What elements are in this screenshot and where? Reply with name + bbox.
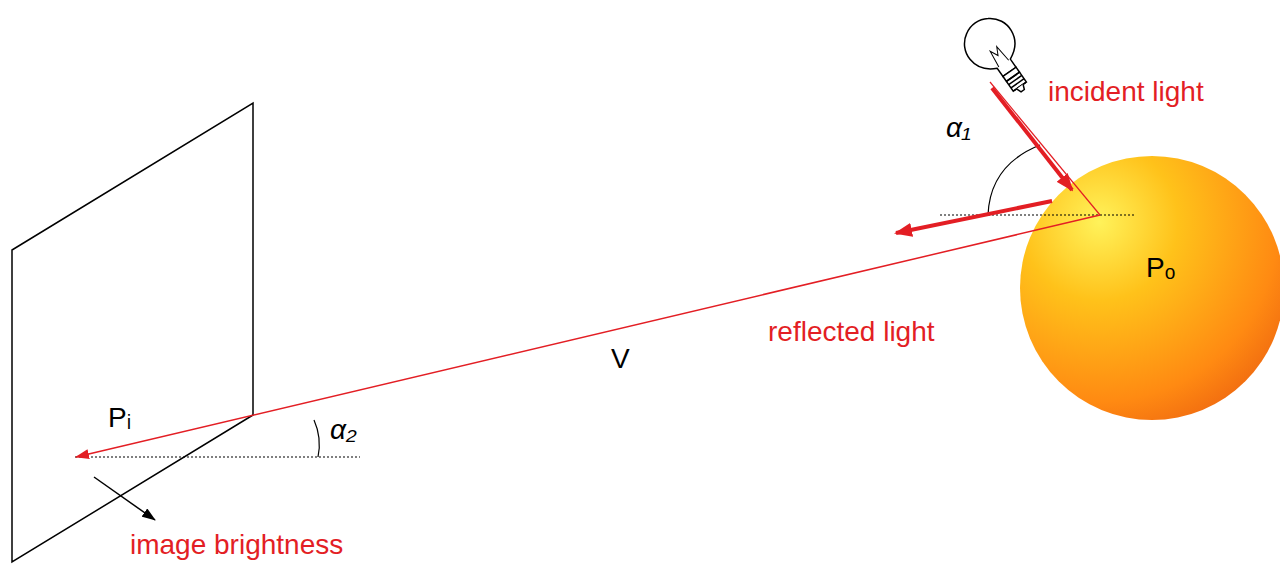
point-label: Pᵢ (108, 404, 131, 432)
pointer-arrow (94, 477, 155, 520)
light-bulb (955, 8, 1044, 105)
reference-line (75, 456, 360, 457)
point-label: Pₒ (1146, 254, 1175, 282)
sphere (1020, 156, 1280, 420)
vector-label: V (611, 345, 630, 373)
angle-label: α₁ (946, 114, 971, 142)
angle-arc (314, 420, 319, 457)
angle-label: α₂ (330, 416, 357, 444)
view-ray (76, 215, 1100, 457)
light-label: reflected light (768, 318, 935, 346)
light-label: incident light (1048, 78, 1204, 106)
caption-label: image brightness (130, 531, 343, 559)
image-plane (12, 103, 253, 562)
normal-line (940, 214, 1135, 215)
reflected-arrow (896, 201, 1052, 233)
